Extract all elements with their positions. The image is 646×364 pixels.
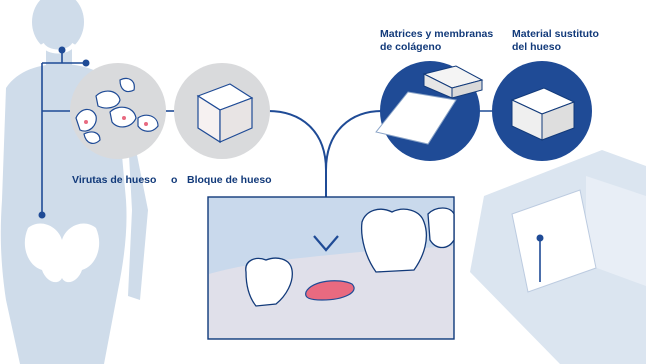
bone-chips-icon [70,63,166,159]
label-connector-o: o [171,174,178,186]
tooth-right [360,207,455,273]
label-bone-block: Bloque de hueso [187,174,272,186]
harvest-point [58,46,66,54]
label-matrices-line1: Matrices y membranas [380,28,494,40]
label-bone-substitute: Material sustituto del hueso [512,28,599,54]
label-substitute-line1: Material sustituto [512,28,599,40]
label-substitute-line2: del hueso [512,41,562,53]
label-matrices-line2: de colágeno [380,41,442,53]
flow-line [325,110,383,171]
harvest-connector-lines [41,50,500,215]
down-arrow-icon [313,235,339,252]
bone-block-icon [174,63,270,159]
collagen-membrane-icon [375,61,484,161]
bone-defect [305,280,355,301]
dental-cross-section [207,196,455,340]
tooth-left [245,257,293,307]
pelvis-bone-icon [24,223,100,283]
label-bone-chips: Virutas de hueso [72,174,157,186]
jaw-bone-icon [40,42,76,54]
bone-substitute-icon [492,61,592,161]
harvest-point [38,211,46,219]
product-package-icon [470,150,646,364]
label-matrices: Matrices y membranas de colágeno [380,28,493,54]
harvest-point [82,59,90,67]
